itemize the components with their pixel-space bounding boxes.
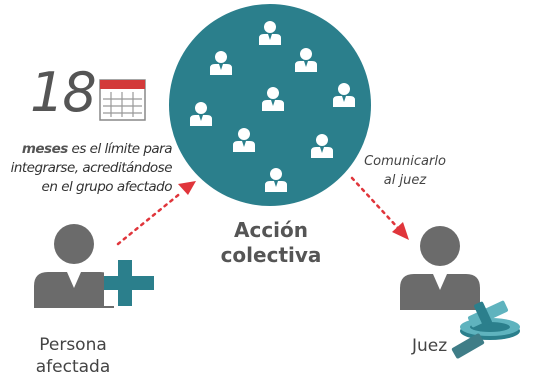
affected-person-label: Persona afectada: [18, 334, 128, 378]
affected-person-line2: afectada: [35, 357, 111, 377]
collective-action-line1: Acción: [233, 218, 309, 242]
months-desc-line1: meses es el límite para: [0, 140, 173, 159]
gavel-icon: [451, 300, 520, 359]
arrow-to-judge: [350, 176, 409, 240]
months-desc-line2: integrarse, acreditándose: [10, 160, 173, 176]
user-add-icon: [34, 224, 154, 308]
collective-action-line2: colectiva: [220, 243, 322, 267]
affected-person-line1: Persona: [39, 335, 107, 355]
months-description: meses es el límite para integrarse, acre…: [0, 140, 173, 197]
months-number: 18: [30, 61, 97, 124]
communicate-line2: al juez: [383, 173, 427, 188]
months-bold-word: meses: [21, 141, 68, 157]
months-desc-line3: en el grupo afectado: [41, 179, 173, 195]
calendar-icon: [99, 79, 146, 121]
collective-action-label: Acción colectiva: [196, 218, 346, 268]
communicate-label: Comunicarlo al juez: [355, 152, 455, 190]
communicate-line1: Comunicarlo: [364, 154, 446, 169]
arrow-to-circle: [116, 181, 196, 246]
months-desc-rest: es el límite para: [67, 141, 173, 157]
judge-icon: [400, 226, 480, 310]
judge-label: Juez: [412, 336, 448, 356]
